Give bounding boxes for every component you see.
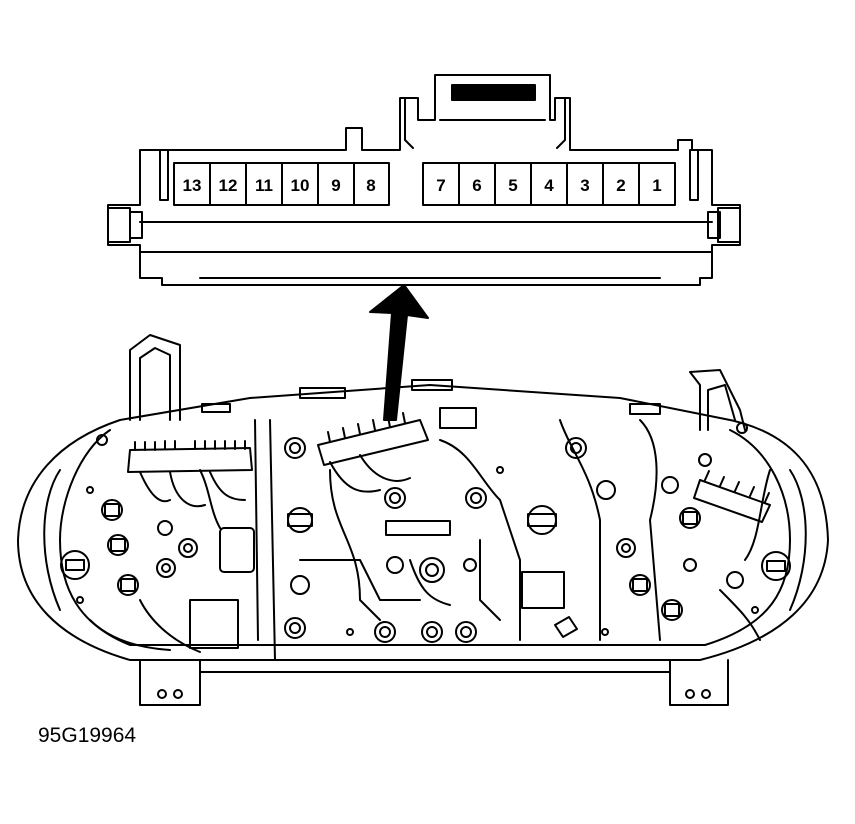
- connector-housing: [107, 74, 741, 286]
- pin-label: 7: [436, 176, 445, 195]
- pin-label: 8: [366, 176, 375, 195]
- pin-label: 13: [183, 176, 202, 195]
- pin-group-left: [173, 162, 390, 206]
- pin-label: 4: [544, 176, 554, 195]
- pin-label: 5: [508, 176, 517, 195]
- pointer-arrow: [369, 284, 429, 421]
- pin-group-right: [422, 162, 676, 206]
- pin-label: 11: [255, 176, 273, 195]
- pin-label: 12: [219, 176, 238, 195]
- pin-label: 9: [331, 176, 340, 195]
- pin-label: 6: [472, 176, 481, 195]
- figure-code: 95G19964: [38, 724, 137, 747]
- pin-label: 10: [291, 176, 310, 195]
- pin-label: 1: [652, 176, 661, 195]
- pin-label: 3: [580, 176, 589, 195]
- instrument-cluster: [17, 334, 829, 706]
- pin-label: 2: [616, 176, 625, 195]
